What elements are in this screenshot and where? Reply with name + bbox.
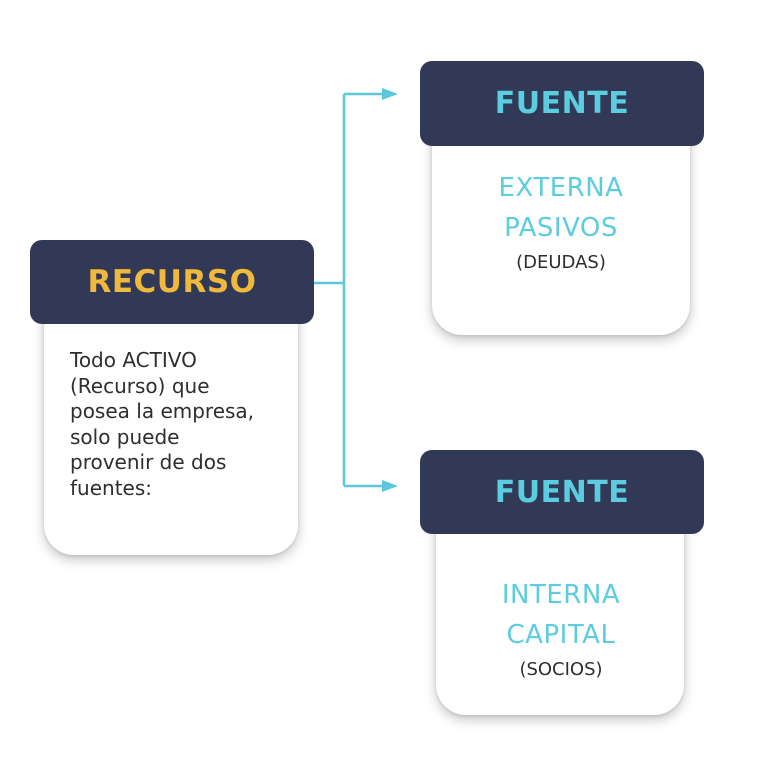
fuente-externa-title: FUENTE <box>494 86 630 121</box>
fuente-externa-category: PASIVOS <box>504 213 618 243</box>
recurso-description-line: (Recurso) que <box>70 373 210 398</box>
fuente-interna-category: CAPITAL <box>506 620 616 650</box>
fuente-externa-header: FUENTE <box>420 61 704 146</box>
fuente-externa-note: (DEUDAS) <box>516 252 606 273</box>
arrow-head-top-icon <box>382 88 398 100</box>
fuente-externa-type: EXTERNA <box>498 173 624 203</box>
recurso-title: RECURSO <box>87 264 257 300</box>
fuente-interna-header: FUENTE <box>420 450 704 534</box>
recurso-description-line: provenir de dos <box>70 450 227 474</box>
fuente-interna-type: INTERNA <box>501 580 621 610</box>
recurso-description: Todo ACTIVO (Recurso) que posea la empre… <box>70 348 295 501</box>
fuente-interna-note: (SOCIOS) <box>519 659 603 680</box>
fuente-interna-title: FUENTE <box>494 474 630 510</box>
recurso-description-line: Todo ACTIVO <box>70 348 197 372</box>
recurso-description-line: fuentes: <box>70 475 153 500</box>
arrow-head-bottom-icon <box>382 480 398 492</box>
fuente-interna-content: INTERNA CAPITAL (SOCIOS) <box>432 575 690 683</box>
recurso-header: RECURSO <box>30 240 314 324</box>
recurso-description-line: posea la empresa, <box>70 399 255 423</box>
fuente-externa-content: EXTERNA PASIVOS (DEUDAS) <box>432 168 690 276</box>
recurso-description-line: solo puede <box>70 424 180 449</box>
